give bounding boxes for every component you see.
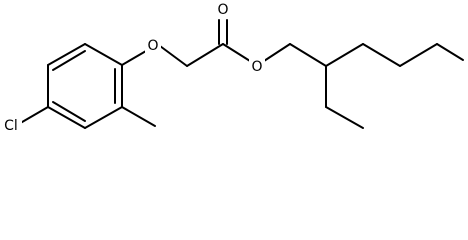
ring-bond-5 (47, 106, 86, 129)
ester-oxygen-ch2-bond (263, 43, 291, 62)
ch2-carbonyl-bond (186, 43, 224, 67)
butyl-bond-2 (362, 43, 401, 67)
butyl-bond-4 (436, 43, 464, 61)
butyl-bond-3 (399, 43, 438, 67)
ether-oxygen-label-bg (145, 37, 161, 55)
ring-bond-1 (47, 43, 86, 66)
ring-bond-5-inner (52, 101, 86, 122)
chlorine-label: Cl (4, 118, 18, 134)
ch2-branch-bond (289, 43, 327, 67)
ester-oxygen-label-bg (249, 58, 265, 76)
ring-bond-4 (84, 106, 123, 129)
ethyl-bond-2 (325, 106, 364, 129)
molecule-diagram: Cl O O O (0, 1, 464, 135)
carbonyl-ester-oxygen-bond (222, 43, 251, 62)
butyl-bond-1 (325, 43, 364, 67)
chlorine-bond (16, 106, 49, 126)
ether-oxygen-label: O (147, 38, 158, 54)
chlorine-label-bg (0, 117, 22, 135)
ring-bond-1-inner (52, 50, 86, 71)
ether-ch2-bond (159, 45, 188, 67)
methyl-bond (121, 106, 156, 127)
structure-svg: Cl O O O (0, 1, 464, 135)
carbonyl-oxygen-label-bg (215, 1, 231, 19)
carbonyl-oxygen-label: O (217, 2, 228, 18)
ester-oxygen-label: O (251, 59, 262, 75)
ring-bond-2 (84, 43, 123, 66)
ring-oxygen-bond (121, 50, 147, 66)
